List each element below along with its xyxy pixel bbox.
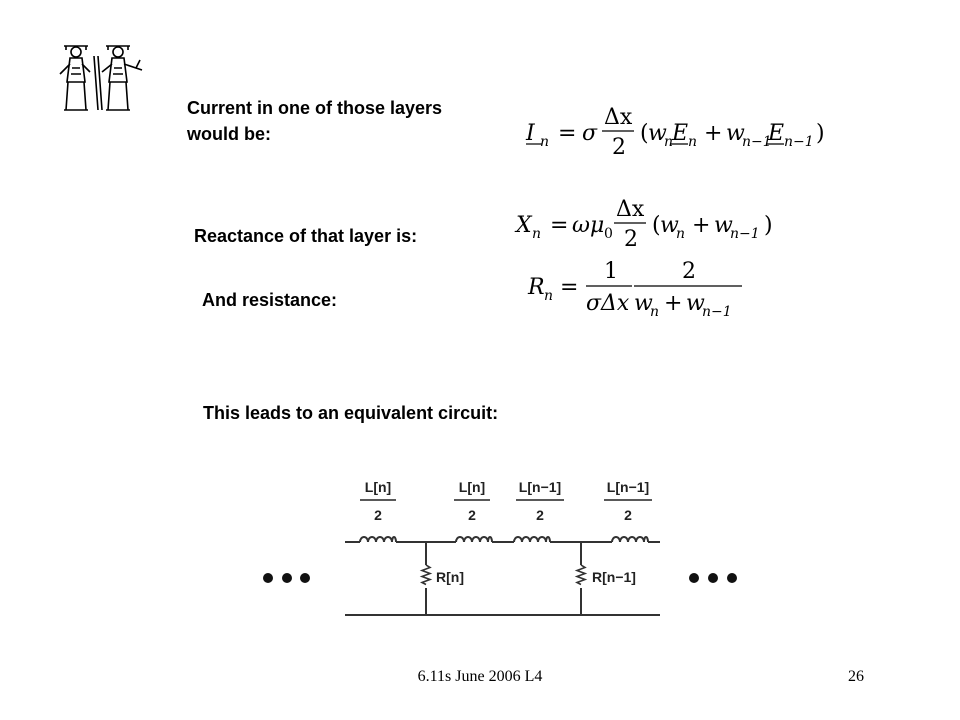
inductor-2-label: L[n] (459, 479, 485, 495)
current-w-n-sub: n (664, 134, 673, 150)
ellipsis-left-dot-2 (282, 573, 292, 583)
reactance-frac-den: 2 (624, 227, 638, 252)
ellipsis-right-dot-2 (708, 573, 718, 583)
mit-logo (59, 45, 143, 111)
resistance-equals: = (560, 275, 578, 300)
inductor-2-den: 2 (468, 507, 476, 523)
reactance-w-n1: w (714, 213, 733, 238)
reactance-plus: + (692, 213, 710, 238)
current-label-line1: Current in one of those layers (187, 98, 443, 118)
current-E-n-sub: n (688, 134, 697, 150)
current-sigma: σ (582, 121, 598, 146)
current-E-n: E (671, 121, 688, 146)
reactance-w-n: w (660, 213, 679, 238)
resistor-2-label: R[n−1] (592, 569, 636, 585)
resistance-frac2-den-w: w (634, 291, 653, 316)
current-open-paren: ( (640, 121, 649, 146)
reactance-open-paren: ( (652, 213, 661, 238)
current-plus: + (704, 121, 722, 146)
reactance-close-paren: ) (764, 213, 773, 238)
current-lhs: I (525, 121, 536, 146)
reactance-w-n-sub: n (676, 226, 685, 242)
reactance-mu: μ (590, 213, 604, 238)
current-E-n1: E (767, 121, 784, 146)
inductor-1-label: L[n] (365, 479, 391, 495)
reactance-lhs: X (514, 213, 533, 238)
resistance-frac2-den-w1-sub: n−1 (702, 304, 732, 320)
inductor-4-label: L[n−1] (607, 479, 649, 495)
current-frac-num: Δx (604, 105, 633, 130)
current-w-n1-sub: n−1 (742, 134, 772, 150)
resistance-lhs-sub: n (544, 288, 553, 304)
reactance-frac-num: Δx (616, 197, 645, 222)
current-frac-den: 2 (612, 135, 626, 160)
inductor-4 (611, 536, 649, 543)
inductor-4-den: 2 (624, 507, 632, 523)
equivalent-circuit: L[n] 2 L[n] 2 L[n−1] 2 L[n−1] 2 R[n] R[n… (263, 479, 737, 616)
circuit-label: This leads to an equivalent circuit: (203, 403, 499, 423)
current-w-n: w (648, 121, 667, 146)
reactance-omega: ω (572, 213, 590, 238)
resistance-equation: R n = 1 σΔx 2 w n + w n−1 (527, 259, 742, 320)
inductor-3-label: L[n−1] (519, 479, 561, 495)
inductor-3 (513, 536, 551, 543)
inductor-3-den: 2 (536, 507, 544, 523)
resistance-frac2-den-plus: + (664, 291, 682, 316)
resistor-1-label: R[n] (436, 569, 464, 585)
inductor-2 (455, 536, 493, 543)
resistor-2 (574, 564, 588, 586)
ellipsis-right-dot-1 (689, 573, 699, 583)
resistance-frac2-den-w-sub: n (650, 304, 659, 320)
reactance-mu-sub: 0 (604, 226, 613, 242)
page-number: 26 (848, 668, 864, 685)
resistance-frac1-num: 1 (604, 259, 618, 284)
ellipsis-left-dot-3 (300, 573, 310, 583)
current-lhs-sub: n (540, 134, 549, 150)
current-w-n1: w (726, 121, 745, 146)
current-equation: I n = σ Δx 2 ( w n E n + w n−1 E n−1 ) (525, 105, 825, 160)
reactance-equals: = (550, 213, 568, 238)
reactance-label: Reactance of that layer is: (194, 226, 418, 246)
ellipsis-right-dot-3 (727, 573, 737, 583)
resistance-frac2-den-w1: w (686, 291, 705, 316)
current-label-line2: would be: (187, 124, 271, 144)
footer-text: 6.11s June 2006 L4 (417, 668, 543, 685)
current-equals: = (558, 121, 576, 146)
resistance-lhs: R (527, 275, 545, 300)
resistance-frac2-num: 2 (682, 259, 696, 284)
reactance-w-n1-sub: n−1 (730, 226, 760, 242)
resistor-1 (419, 564, 433, 586)
reactance-lhs-sub: n (532, 226, 541, 242)
resistance-frac1-den: σΔx (586, 291, 630, 316)
resistance-label: And resistance: (202, 290, 338, 310)
reactance-equation: X n = ω μ 0 Δx 2 ( w n + w n−1 ) (514, 197, 773, 252)
current-E-n1-sub: n−1 (784, 134, 814, 150)
current-close-paren: ) (816, 121, 825, 146)
ellipsis-left-dot-1 (263, 573, 273, 583)
inductor-1-den: 2 (374, 507, 382, 523)
inductor-1 (359, 536, 397, 543)
